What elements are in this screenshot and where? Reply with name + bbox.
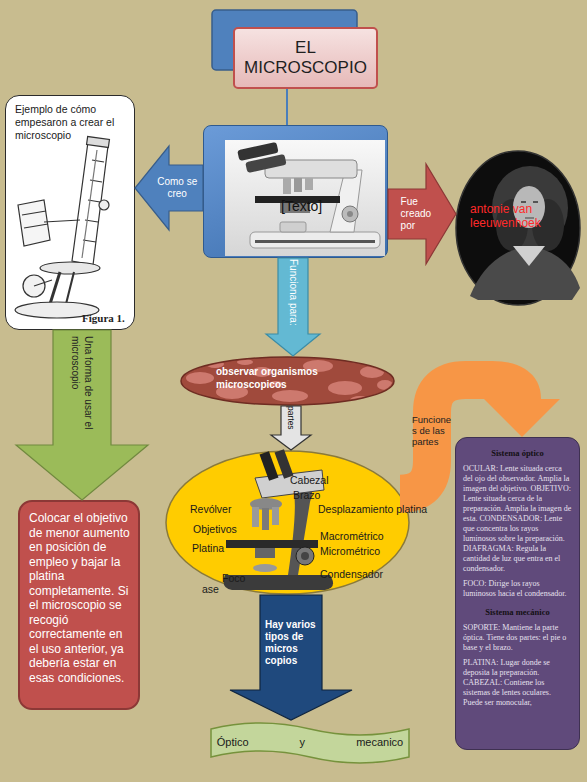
node-text: Óptico y mecanico xyxy=(210,720,410,748)
node-text: SOPORTE: Mantiene la parte óptica. Tiene… xyxy=(463,623,572,653)
portrait-circle: antonie van leeuwenhoek xyxy=(455,150,581,306)
node-text: Sistema mecánico xyxy=(463,607,572,618)
block-arrow xyxy=(266,258,320,356)
curved-arrow-head xyxy=(484,399,560,437)
node-text: PLATINA: Lugar donde se deposita la prep… xyxy=(463,658,572,708)
node-text: [Texto] xyxy=(281,198,322,214)
edge-label: partes xyxy=(286,406,296,438)
node-text: Ejemplo de cómo empesaron a crear el mic… xyxy=(6,96,134,142)
purpose-ellipse: observar organismos microscopicos xyxy=(180,356,395,406)
node-text: Objetivos xyxy=(193,523,237,535)
node-text: ase xyxy=(202,583,219,595)
node-text: Colocar el objetivo de menor aumento en … xyxy=(29,511,131,685)
node-text: EL MICROSCOPIO xyxy=(235,29,376,78)
node-text: Platina xyxy=(192,542,224,554)
example-box: Ejemplo de cómo empesaron a crear el mic… xyxy=(5,95,135,330)
block-arrow xyxy=(388,164,456,264)
node-text: Figura 1. xyxy=(82,312,125,324)
title-box: EL MICROSCOPIO xyxy=(233,27,378,89)
node-text: Micrométrico xyxy=(320,545,380,557)
node-text: Sistema óptico xyxy=(463,448,572,459)
node-text: FOCO: Dirige los rayos luminosos hacia e… xyxy=(463,579,572,599)
connector-line xyxy=(286,89,288,125)
node-text: Macrométrico xyxy=(320,530,384,542)
functions-box: Sistema ópticoOCULAR: Lente situada cerc… xyxy=(455,437,580,750)
node-text: Desplazamiento platina xyxy=(318,503,427,515)
node-text: OCULAR: Lente situada cerca del ojo del … xyxy=(463,464,572,574)
node-text: Revólver xyxy=(190,503,231,515)
parts-ellipse-shape xyxy=(166,451,409,594)
edge-label: Una forma de usar el microscopio xyxy=(69,336,95,436)
image-box: [Texto] xyxy=(203,125,388,258)
edge-label: Como se creo xyxy=(157,176,197,200)
purpose-ellipse-outline xyxy=(180,356,395,406)
edge-label: Funciones de las partes xyxy=(412,414,454,447)
usage-box: Colocar el objetivo de menor aumento en … xyxy=(18,500,140,710)
node-text: antonie van leeuwenhoek xyxy=(470,202,550,230)
edge-label: Funciona para: xyxy=(287,259,299,339)
node-text: Cabezal xyxy=(290,474,329,486)
node-text: Brazo xyxy=(293,489,320,501)
edge-label: Hay varios tipos de micros copios xyxy=(265,619,317,667)
parts-ellipse: CabezalBrazoRevólverDesplazamiento plati… xyxy=(165,450,410,595)
portrait-circle-shape xyxy=(456,151,580,305)
block-arrow xyxy=(135,146,203,230)
block-arrow xyxy=(271,406,311,450)
block-arrow xyxy=(230,595,352,720)
node-text: observar organismos microscopicos xyxy=(216,365,328,391)
node-text: Foco xyxy=(222,572,245,584)
types-band: Óptico y mecanico xyxy=(210,720,410,766)
node-text: Condensador xyxy=(320,568,383,580)
edge-label: Fue creado por xyxy=(401,196,437,232)
purpose-ellipse-shape xyxy=(181,357,394,405)
block-arrow xyxy=(16,330,148,500)
